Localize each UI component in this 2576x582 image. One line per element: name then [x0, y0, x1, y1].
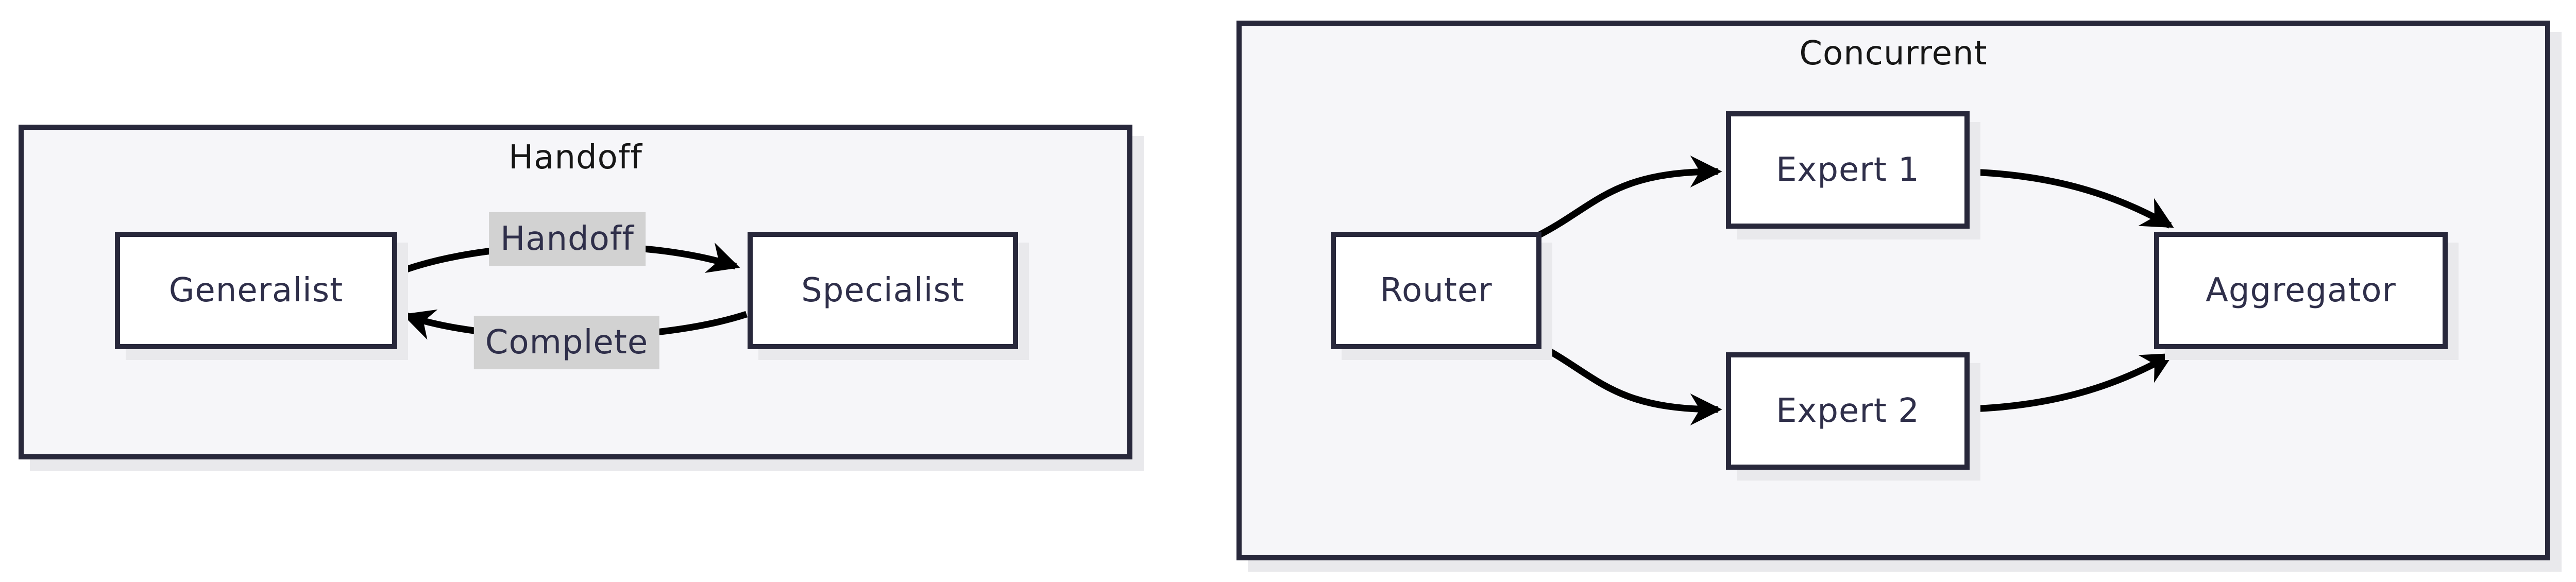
- edge-router-to-expert1: [1538, 156, 1722, 238]
- edge-label-complete: Complete: [473, 316, 660, 369]
- node-expert-1-label: Expert 1: [1776, 151, 1920, 189]
- node-expert-1: Expert 1: [1726, 111, 1970, 229]
- edge-router-to-expert2: [1538, 343, 1722, 425]
- edge-label-handoff: Handoff: [489, 212, 646, 266]
- node-generalist-label: Generalist: [168, 271, 344, 310]
- panel-concurrent-title: Concurrent: [1799, 35, 1988, 73]
- node-expert-2-label: Expert 2: [1776, 392, 1920, 430]
- node-router: Router: [1331, 232, 1541, 349]
- edge-label-handoff-text: Handoff: [500, 220, 634, 258]
- edge-expert2-to-aggregator: [1970, 352, 2174, 413]
- node-generalist: Generalist: [115, 232, 397, 349]
- node-router-label: Router: [1380, 271, 1493, 310]
- node-specialist-label: Specialist: [801, 271, 964, 310]
- edge-label-complete-text: Complete: [485, 323, 649, 362]
- node-aggregator-label: Aggregator: [2206, 271, 2396, 310]
- node-expert-2: Expert 2: [1726, 352, 1970, 470]
- panel-handoff-title: Handoff: [509, 139, 642, 177]
- node-specialist: Specialist: [748, 232, 1018, 349]
- edge-expert1-to-aggregator: [1970, 168, 2174, 229]
- node-aggregator: Aggregator: [2154, 232, 2448, 349]
